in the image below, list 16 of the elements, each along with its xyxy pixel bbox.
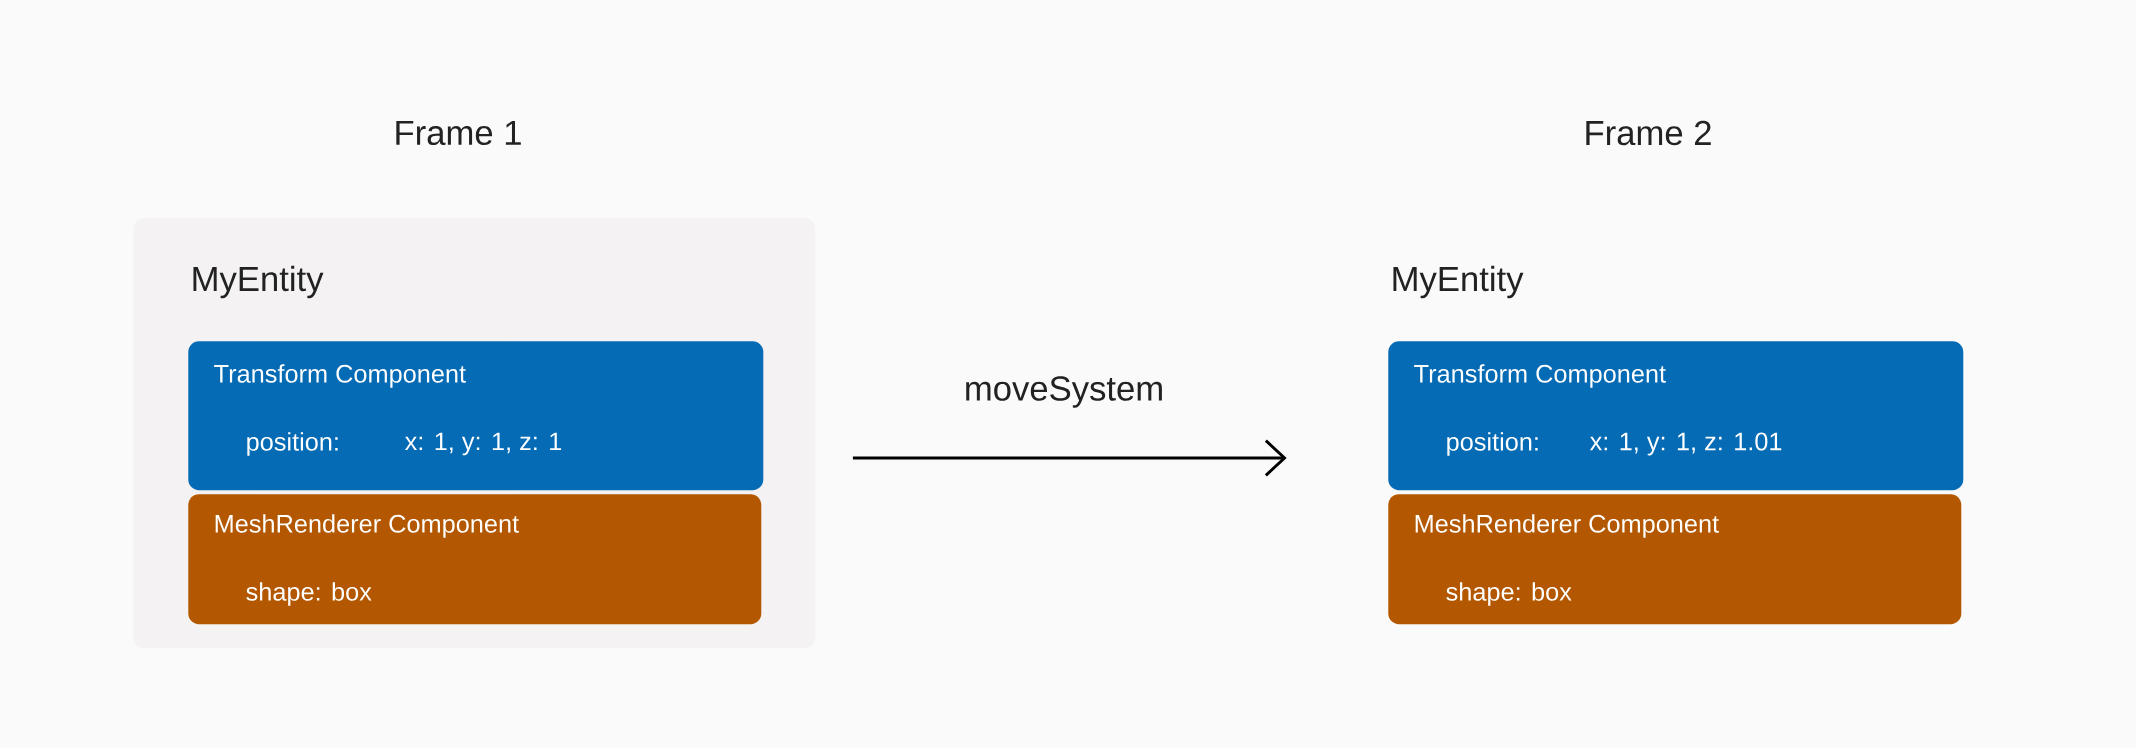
property-text: shape: box [246, 582, 372, 606]
component-title: MeshRenderer Component [1415, 514, 1719, 538]
arrow [852, 439, 1287, 477]
edge-label: moveSystem [966, 376, 1162, 408]
component-title: Transform Component [1414, 364, 1666, 388]
property-text: shape: box [1446, 582, 1572, 606]
property-text: x: 1, y: 1, z: 1 [404, 432, 562, 456]
property-text: position: [247, 432, 338, 456]
property-text: position: [1447, 432, 1538, 456]
frame-title: Frame 2 [1586, 120, 1711, 146]
entity-title: MyEntity [193, 265, 324, 299]
entity-title: MyEntity [1393, 265, 1524, 299]
property-text: x: 1, y: 1, z: 1.01 [1589, 432, 1782, 456]
component-title: Transform Component [214, 364, 466, 388]
frame-title: Frame 1 [396, 120, 521, 146]
component-title: MeshRenderer Component [215, 514, 519, 538]
